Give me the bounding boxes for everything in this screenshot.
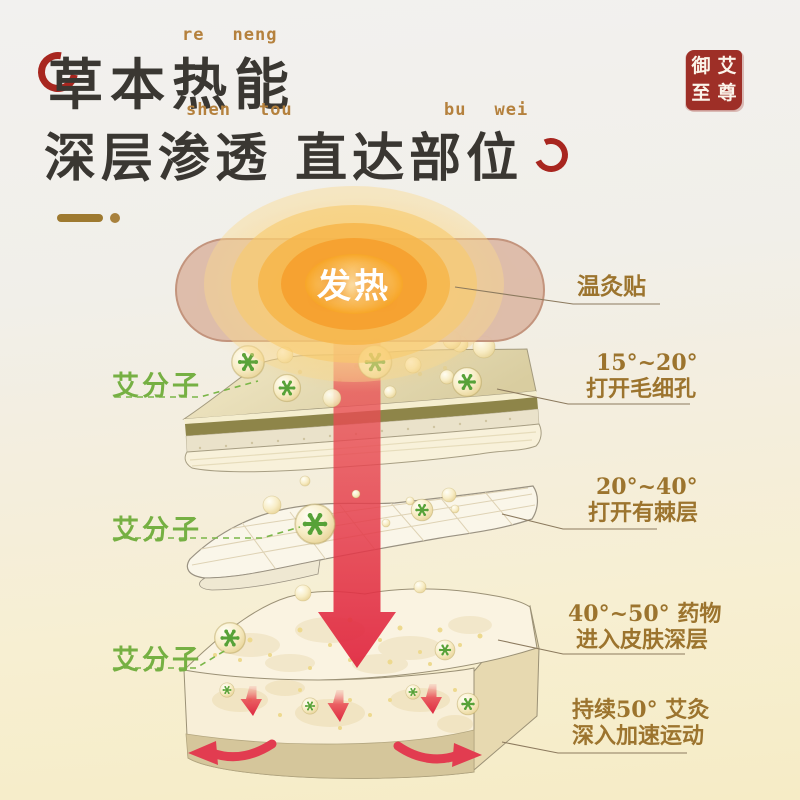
heat-label: 发热 <box>317 267 391 306</box>
brand-seal: 御 艾 至 尊 <box>686 50 742 110</box>
label-text: 15°~20° <box>596 350 698 376</box>
label-text: 持续50° 艾灸 <box>572 697 710 723</box>
pinyin-bu: bu <box>444 100 467 120</box>
label-40-50-medicine-into-skin: 40°~50° 药物 进入皮肤深层 <box>568 601 721 653</box>
seal-char: 至 <box>691 82 711 104</box>
label-text: 深入加速运动 <box>572 723 705 749</box>
pinyin-neng: neng <box>232 25 278 45</box>
label-text: 20°~40° <box>596 474 698 500</box>
label-moxa-molecule-1: 艾分子 <box>112 371 202 401</box>
main-title-line2: 深层渗透 直达部位 <box>44 128 524 189</box>
label-text: 进入皮肤深层 <box>576 627 709 653</box>
gold-dot-decor <box>110 213 120 223</box>
micro-arrows <box>240 684 442 722</box>
label-sustained-50-moxibustion: 持续50° 艾灸 深入加速运动 <box>572 697 709 749</box>
pinyin-shen: shen <box>186 100 231 120</box>
main-title-line1: 草本热能 <box>48 52 297 117</box>
label-20-40-open-spinous-layer: 20°~40° 打开有棘层 <box>588 474 698 526</box>
pinyin-tou: tou <box>258 100 293 120</box>
label-text: 打开毛细孔 <box>586 376 697 402</box>
heat-ring <box>305 254 403 314</box>
speckle-texture <box>198 417 512 450</box>
pinyin-row-2-left: shen tou <box>186 100 293 120</box>
moxibustion-patch: 发热 <box>174 165 545 403</box>
pinyin-row-2-right: bu wei <box>444 100 528 120</box>
label-15-20-open-pores: 15°~20° 打开毛细孔 <box>586 350 698 402</box>
label-text: 40°~50° 药物 <box>568 601 722 627</box>
pinyin-re: re <box>182 25 205 45</box>
pinyin-row-1: re neng <box>182 25 277 45</box>
label-text: 温灸贴 <box>577 273 646 300</box>
label-moxa-molecule-2: 艾分子 <box>112 515 202 545</box>
pinyin-wei: wei <box>494 100 529 120</box>
seal-char: 艾 <box>717 55 737 77</box>
gold-dash-decor <box>57 214 103 222</box>
label-moxa-molecule-3: 艾分子 <box>112 645 202 675</box>
label-warm-moxa-patch: 温灸贴 <box>577 274 646 300</box>
seal-char: 御 <box>691 55 711 77</box>
spread-arrows <box>188 739 482 767</box>
seal-char: 尊 <box>717 82 737 104</box>
label-text: 打开有棘层 <box>588 500 699 526</box>
dermis-band <box>185 729 475 779</box>
